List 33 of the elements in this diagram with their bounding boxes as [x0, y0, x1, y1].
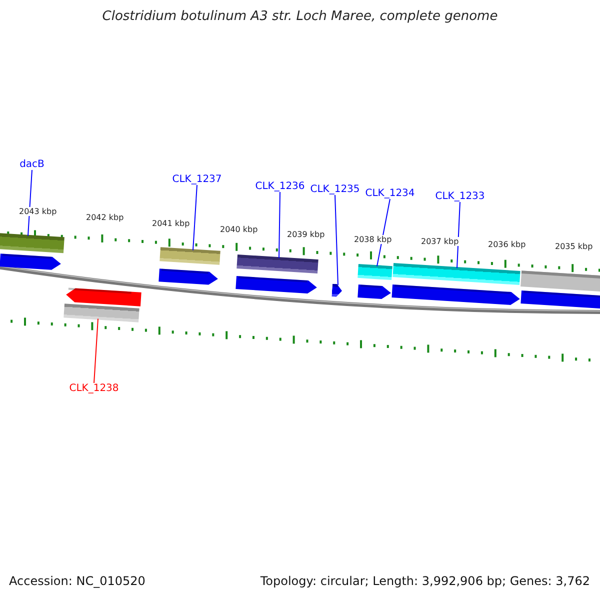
scale-label: 2041 kbp	[151, 219, 191, 228]
leader-line	[456, 202, 460, 269]
gene-label: CLK_1235	[310, 184, 360, 195]
gene-label: CLK_1237	[172, 174, 222, 185]
gene-bar	[64, 304, 140, 322]
genome-stats-text: Topology: circular; Length: 3,992,906 bp; Genes: 3,762	[260, 574, 590, 588]
leader-line	[376, 198, 390, 267]
gene-bar	[236, 254, 318, 274]
leader-line	[192, 184, 198, 251]
scale-label: 2035 kbp	[554, 242, 594, 251]
leader-line	[28, 170, 32, 236]
leader-line	[334, 194, 338, 286]
scale-label: 2038 kbp	[353, 235, 393, 244]
map-title: Clostridium botulinum A3 str. Loch Maree, complete genome	[101, 9, 499, 24]
scale-label: 2042 kbp	[85, 213, 125, 222]
accession-text: Accession: NC_010520	[9, 574, 146, 588]
scale-label: 2036 kbp	[487, 240, 527, 249]
leader-line	[278, 192, 280, 259]
gene-bar	[358, 264, 392, 280]
scale-label: 2040 kbp	[219, 225, 259, 234]
gene-bar	[160, 247, 220, 265]
scale-label: 2037 kbp	[420, 237, 460, 246]
gene-label: CLK_1236	[255, 181, 305, 192]
scale-label: 2043 kbp	[18, 207, 58, 216]
gene-label: CLK_1233	[435, 191, 485, 202]
gene-label: dacB	[20, 159, 44, 170]
gene-bar	[0, 232, 64, 254]
scale-label: 2039 kbp	[286, 230, 326, 239]
gene-label: CLK_1234	[365, 188, 415, 199]
gene-label: CLK_1238	[69, 383, 119, 394]
gene-bar	[392, 263, 520, 285]
leader-line	[94, 318, 98, 384]
small-gene-block	[332, 284, 342, 298]
